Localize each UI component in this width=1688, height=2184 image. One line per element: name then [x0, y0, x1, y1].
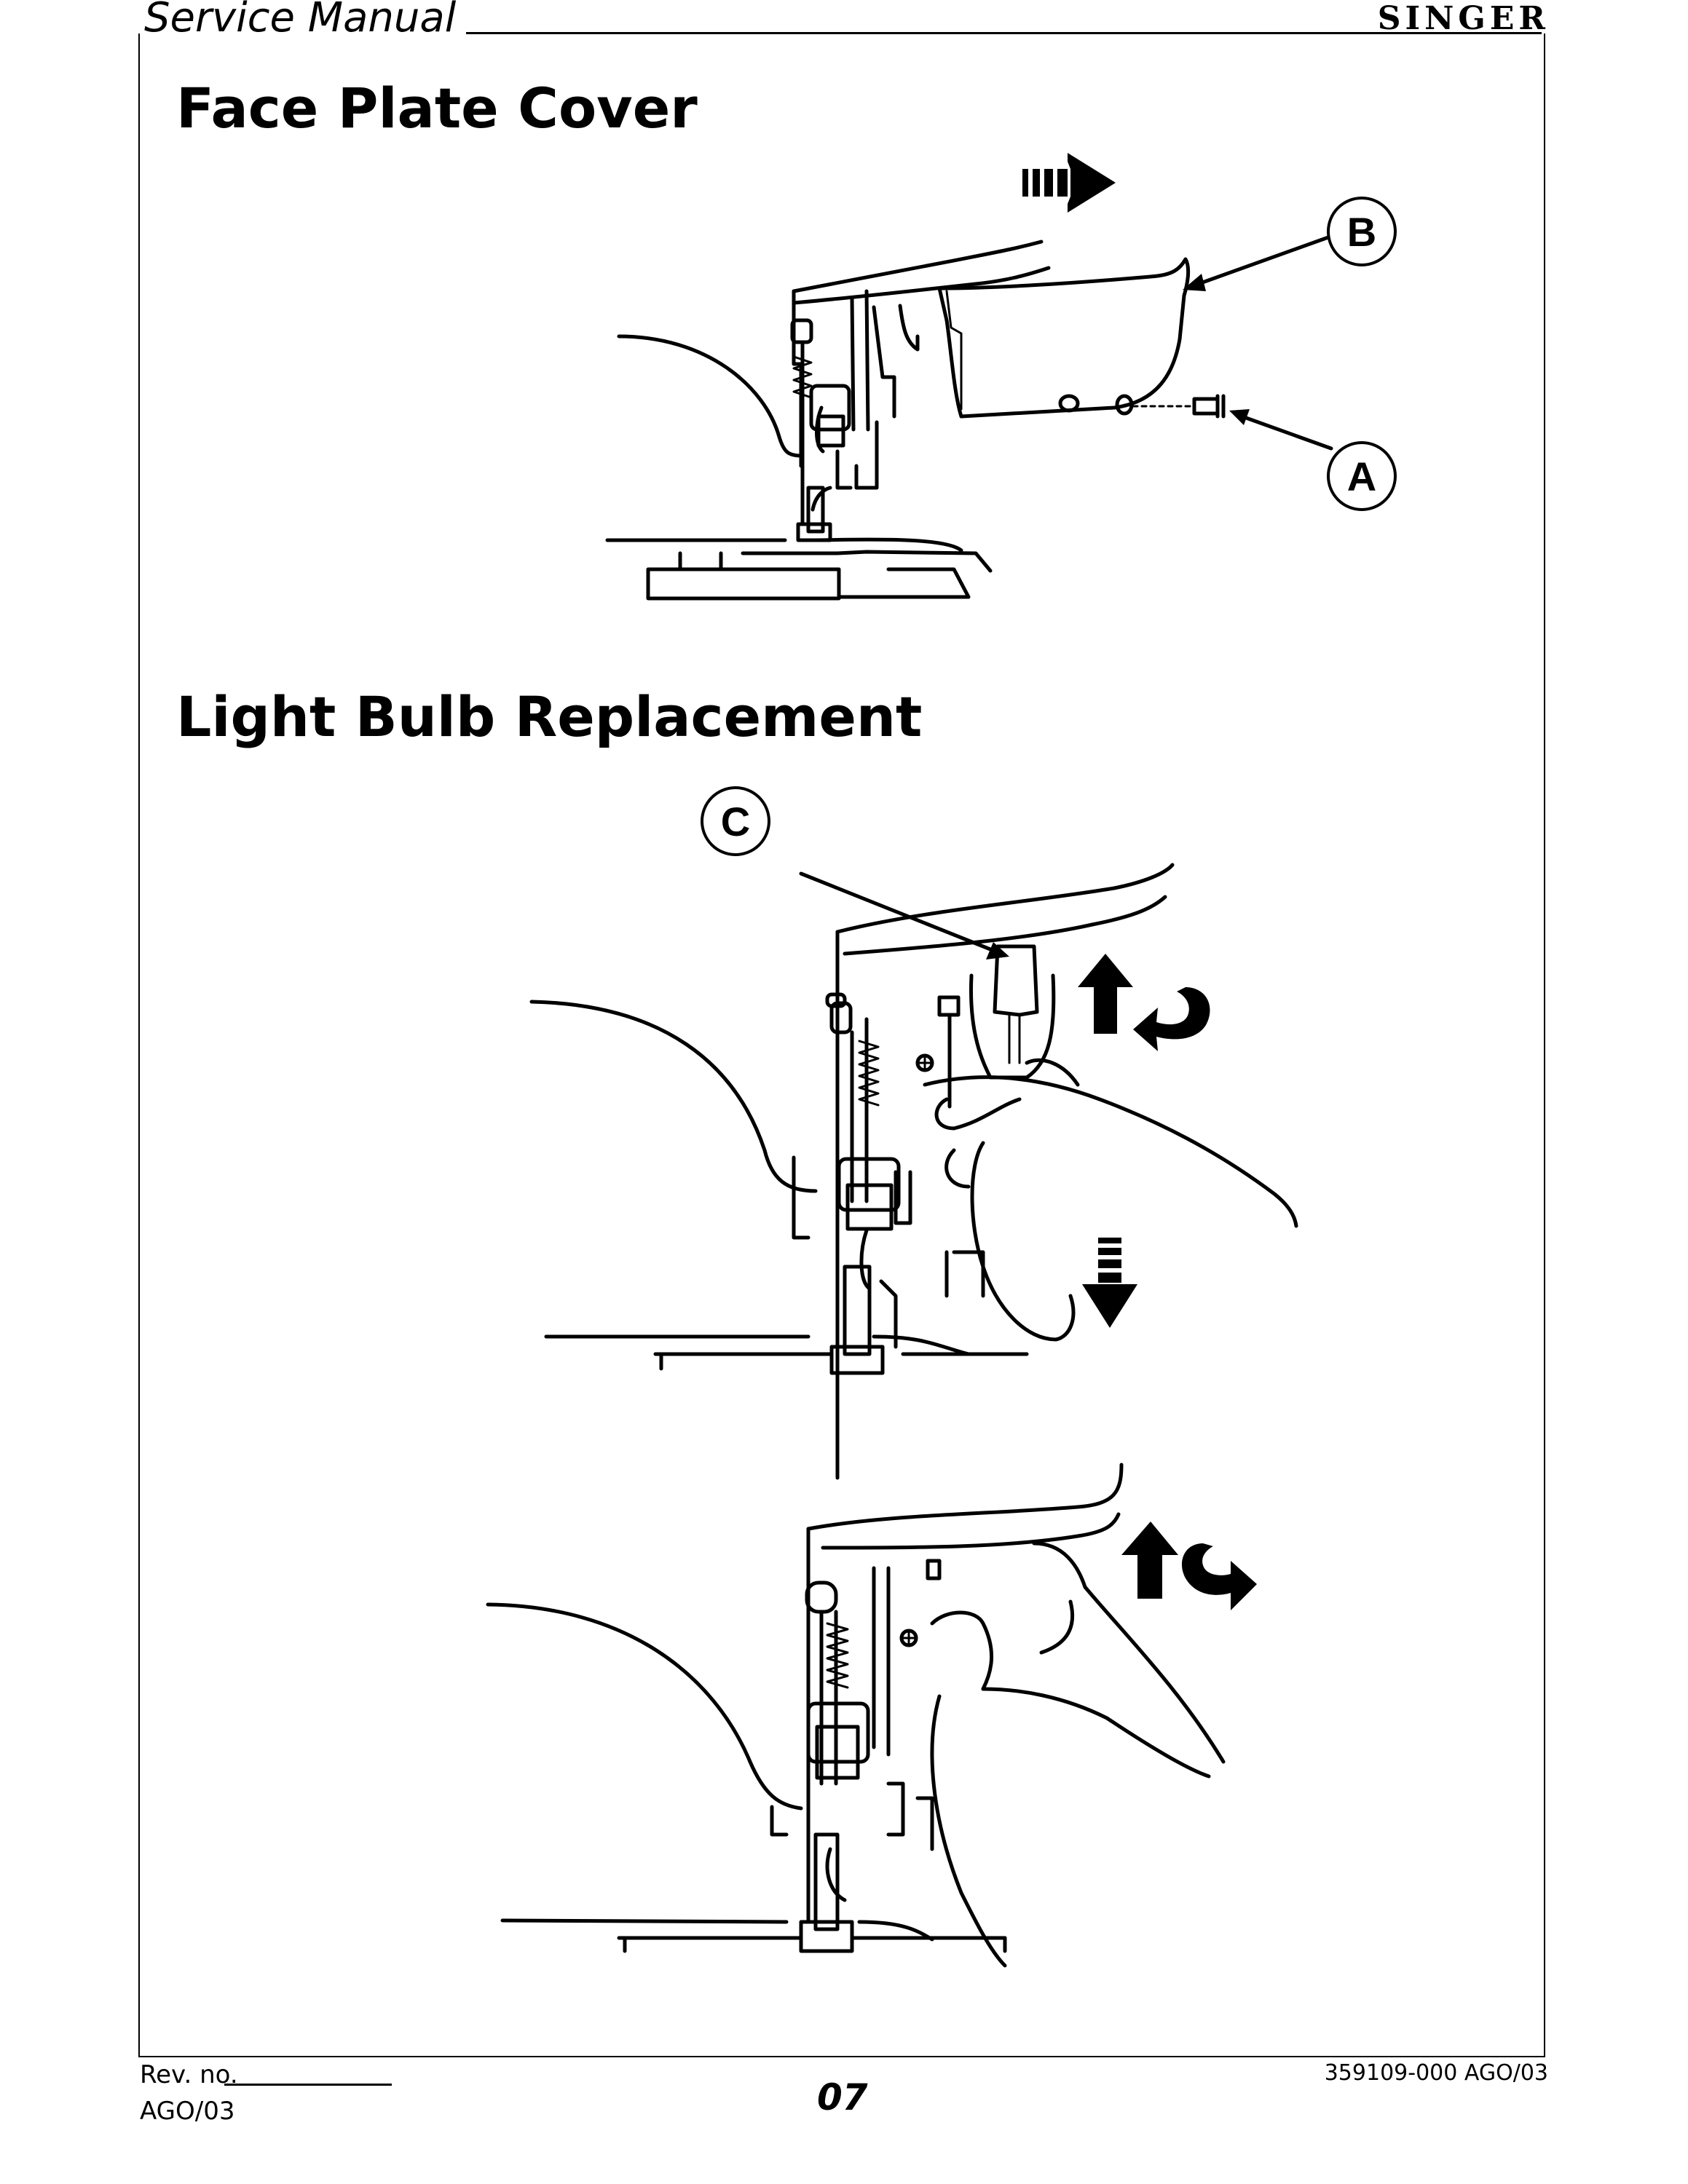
- section-title-light-bulb-replacement: Light Bulb Replacement: [176, 684, 923, 749]
- pull-up-arrow-icon: [1078, 954, 1133, 1034]
- callout-c: C: [701, 786, 770, 856]
- section-title-face-plate-cover: Face Plate Cover: [176, 76, 698, 141]
- document-number: 359109-000 AGO/03: [1324, 2060, 1548, 2086]
- rotate-arrow-icon: [1133, 987, 1210, 1051]
- face-plate-illustration: [605, 153, 1333, 601]
- rotate-arrow-icon: [1181, 1543, 1257, 1610]
- light-bulb-removal-illustration: [529, 863, 1298, 1480]
- slide-right-arrow-icon: [1022, 153, 1116, 213]
- manual-title: Service Manual: [144, 0, 457, 41]
- page-number: 07: [817, 2076, 868, 2118]
- push-down-arrow-icon: [1082, 1238, 1137, 1328]
- revision-label: Rev. no.: [140, 2060, 238, 2089]
- brand-logo: SINGER: [1377, 0, 1550, 37]
- callout-a: A: [1327, 441, 1397, 511]
- revision-number-line: [224, 2084, 392, 2086]
- push-up-arrow-icon: [1121, 1522, 1178, 1599]
- revision-date: AGO/03: [140, 2097, 235, 2126]
- light-bulb-install-illustration: [486, 1463, 1257, 1968]
- header-rule: [466, 32, 1542, 34]
- page-frame: [138, 33, 1545, 2057]
- callout-b: B: [1327, 197, 1397, 266]
